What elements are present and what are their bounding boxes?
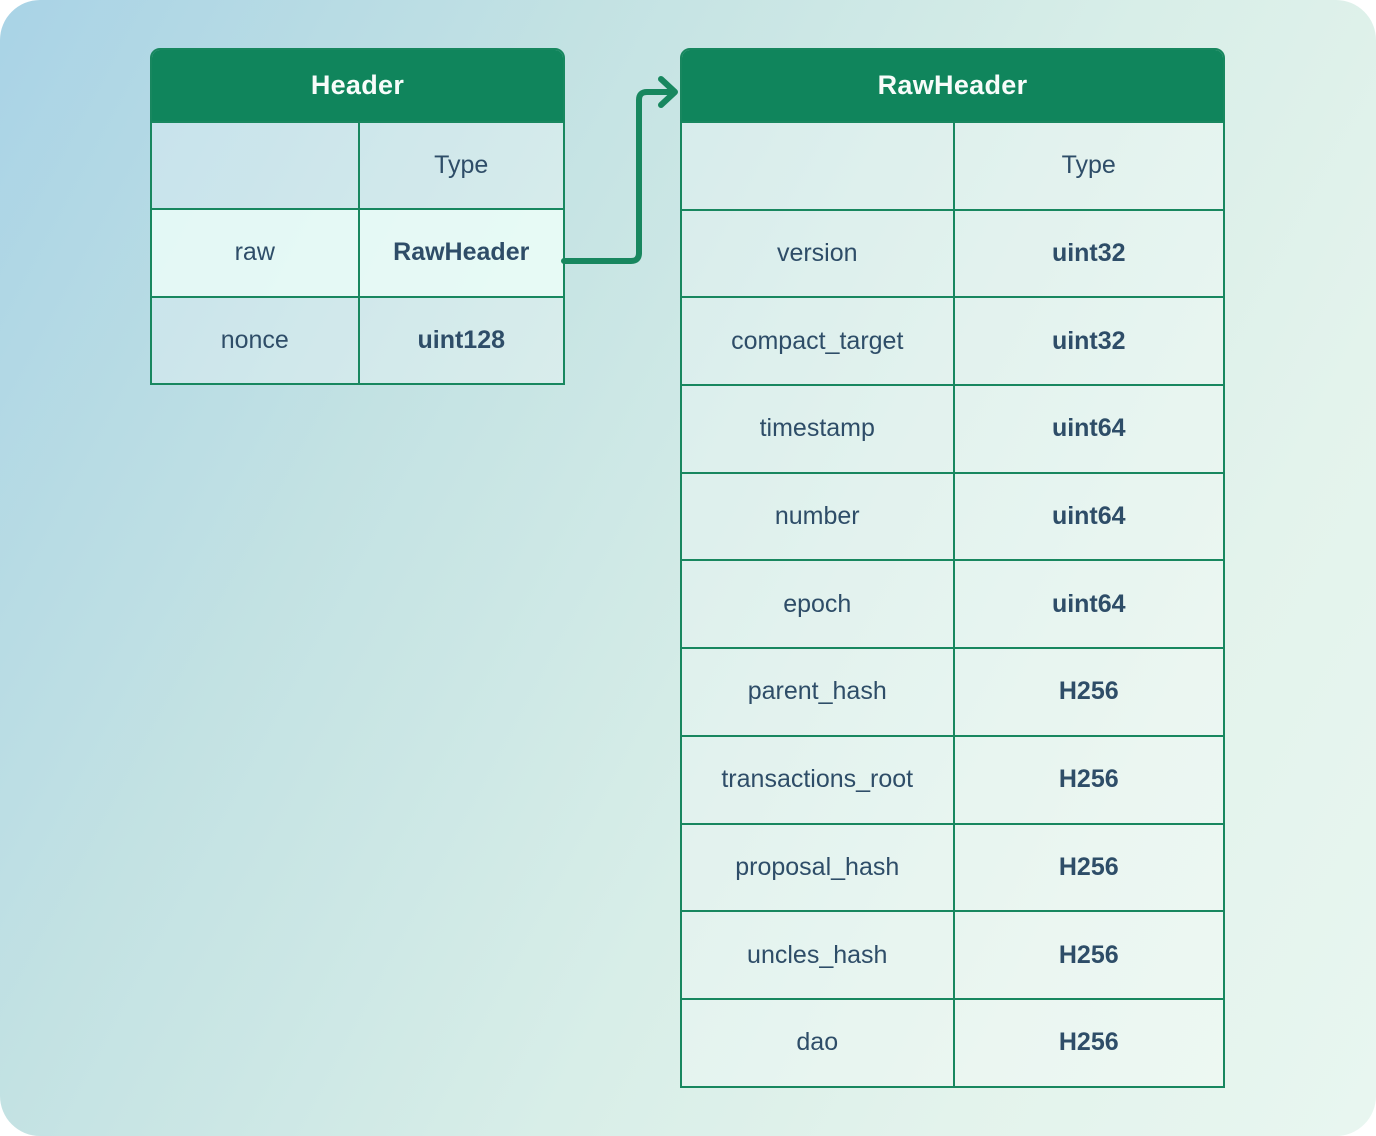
field-type-cell: H256 bbox=[952, 649, 1224, 735]
raw-header-table-body: version uint32 compact_target uint32 tim… bbox=[682, 208, 1224, 1086]
header-table-column-header-row: Type bbox=[152, 121, 564, 209]
raw-header-table: RawHeader Type version uint32 compact_ta… bbox=[680, 48, 1225, 1088]
empty-corner-cell bbox=[152, 123, 358, 208]
table-row: proposal_hash H256 bbox=[682, 822, 1224, 911]
field-name-cell: version bbox=[776, 239, 858, 268]
field-type-cell: uint64 bbox=[952, 561, 1224, 648]
header-table: Header Type raw RawHeader nonce uint128 bbox=[150, 48, 565, 385]
field-name-cell: compact_target bbox=[731, 326, 904, 355]
table-row: parent_hash H256 bbox=[682, 647, 1223, 735]
arrow-line bbox=[561, 89, 676, 264]
header-table-title: Header bbox=[152, 50, 563, 121]
field-type-cell: uint128 bbox=[357, 297, 564, 383]
table-row: timestamp uint64 bbox=[682, 384, 1223, 472]
field-name-cell: number bbox=[774, 502, 860, 531]
table-row: epoch uint64 bbox=[682, 559, 1224, 648]
field-type-cell: uint32 bbox=[952, 298, 1224, 385]
field-type-cell: H256 bbox=[952, 999, 1224, 1086]
field-type-cell: H256 bbox=[952, 824, 1224, 911]
raw-header-table-title: RawHeader bbox=[682, 50, 1223, 121]
type-column-header: Type bbox=[952, 123, 1224, 209]
field-name-cell: parent_hash bbox=[747, 677, 887, 706]
table-row: uncles_hash H256 bbox=[682, 910, 1223, 998]
type-column-header: Type bbox=[357, 123, 564, 209]
table-row: nonce uint128 bbox=[152, 295, 564, 383]
arrow-head-icon bbox=[658, 76, 678, 108]
field-type-cell: RawHeader bbox=[357, 210, 564, 296]
field-type-cell: uint64 bbox=[952, 473, 1224, 560]
field-name-cell: proposal_hash bbox=[735, 852, 900, 881]
field-name-cell: timestamp bbox=[759, 414, 875, 443]
table-row: raw RawHeader bbox=[152, 208, 564, 296]
field-name-cell: uncles_hash bbox=[747, 940, 888, 969]
table-row: compact_target uint32 bbox=[682, 296, 1224, 385]
table-row: dao H256 bbox=[682, 997, 1224, 1086]
field-type-cell: uint64 bbox=[952, 386, 1224, 472]
table-row: transactions_root H256 bbox=[682, 734, 1224, 823]
field-type-cell: uint32 bbox=[952, 210, 1224, 297]
table-row: number uint64 bbox=[682, 471, 1224, 560]
field-name-cell: dao bbox=[796, 1028, 839, 1057]
table-row: version uint32 bbox=[682, 208, 1224, 297]
relation-arrow bbox=[561, 76, 678, 264]
empty-corner-cell bbox=[682, 123, 953, 209]
field-type-cell: H256 bbox=[952, 912, 1224, 998]
field-name-cell: nonce bbox=[220, 325, 289, 354]
header-table-body: raw RawHeader nonce uint128 bbox=[152, 208, 563, 383]
field-type-cell: H256 bbox=[952, 736, 1224, 823]
raw-header-table-column-header-row: Type bbox=[682, 121, 1223, 209]
field-name-cell: transactions_root bbox=[721, 765, 914, 794]
field-name-cell: epoch bbox=[783, 589, 852, 618]
field-name-cell: raw bbox=[234, 238, 275, 267]
